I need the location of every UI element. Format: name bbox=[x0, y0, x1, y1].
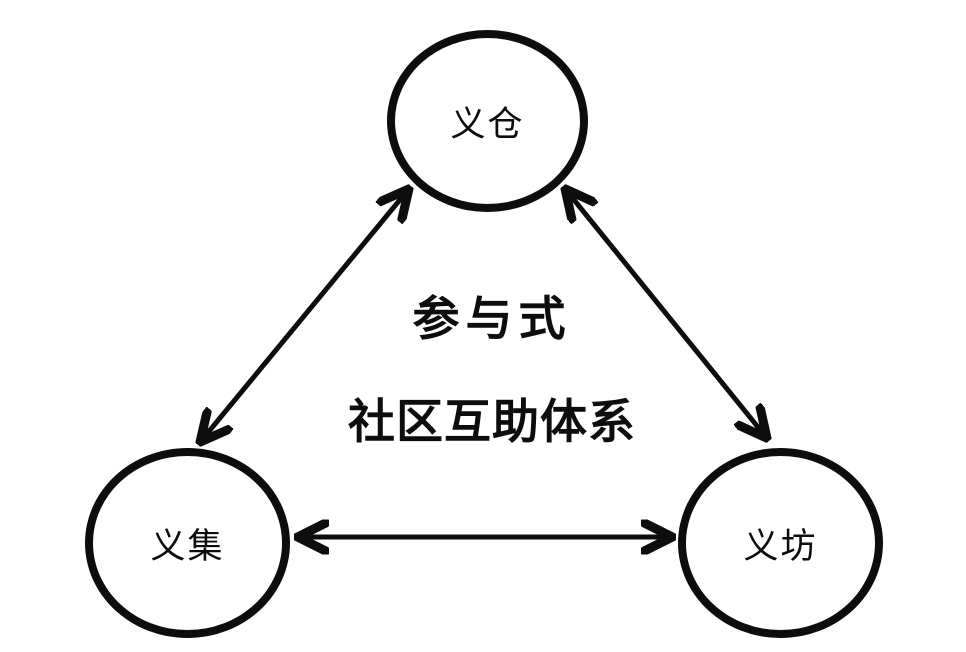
node-yicang: 义仓 bbox=[387, 30, 588, 212]
arrow-top-bottom-right bbox=[566, 190, 766, 437]
node-yiji: 义集 bbox=[85, 448, 290, 638]
center-title: 参与式 社区互助体系 bbox=[192, 297, 792, 447]
center-title-line1: 参与式 bbox=[412, 294, 572, 346]
node-yifang: 义坊 bbox=[678, 448, 883, 638]
node-yiji-label: 义集 bbox=[150, 526, 225, 566]
node-yicang-label: 义仓 bbox=[450, 104, 525, 144]
node-yifang-label: 义坊 bbox=[743, 526, 818, 566]
center-title-line2: 社区互助体系 bbox=[348, 397, 636, 449]
arrow-top-bottom-left bbox=[201, 190, 408, 441]
